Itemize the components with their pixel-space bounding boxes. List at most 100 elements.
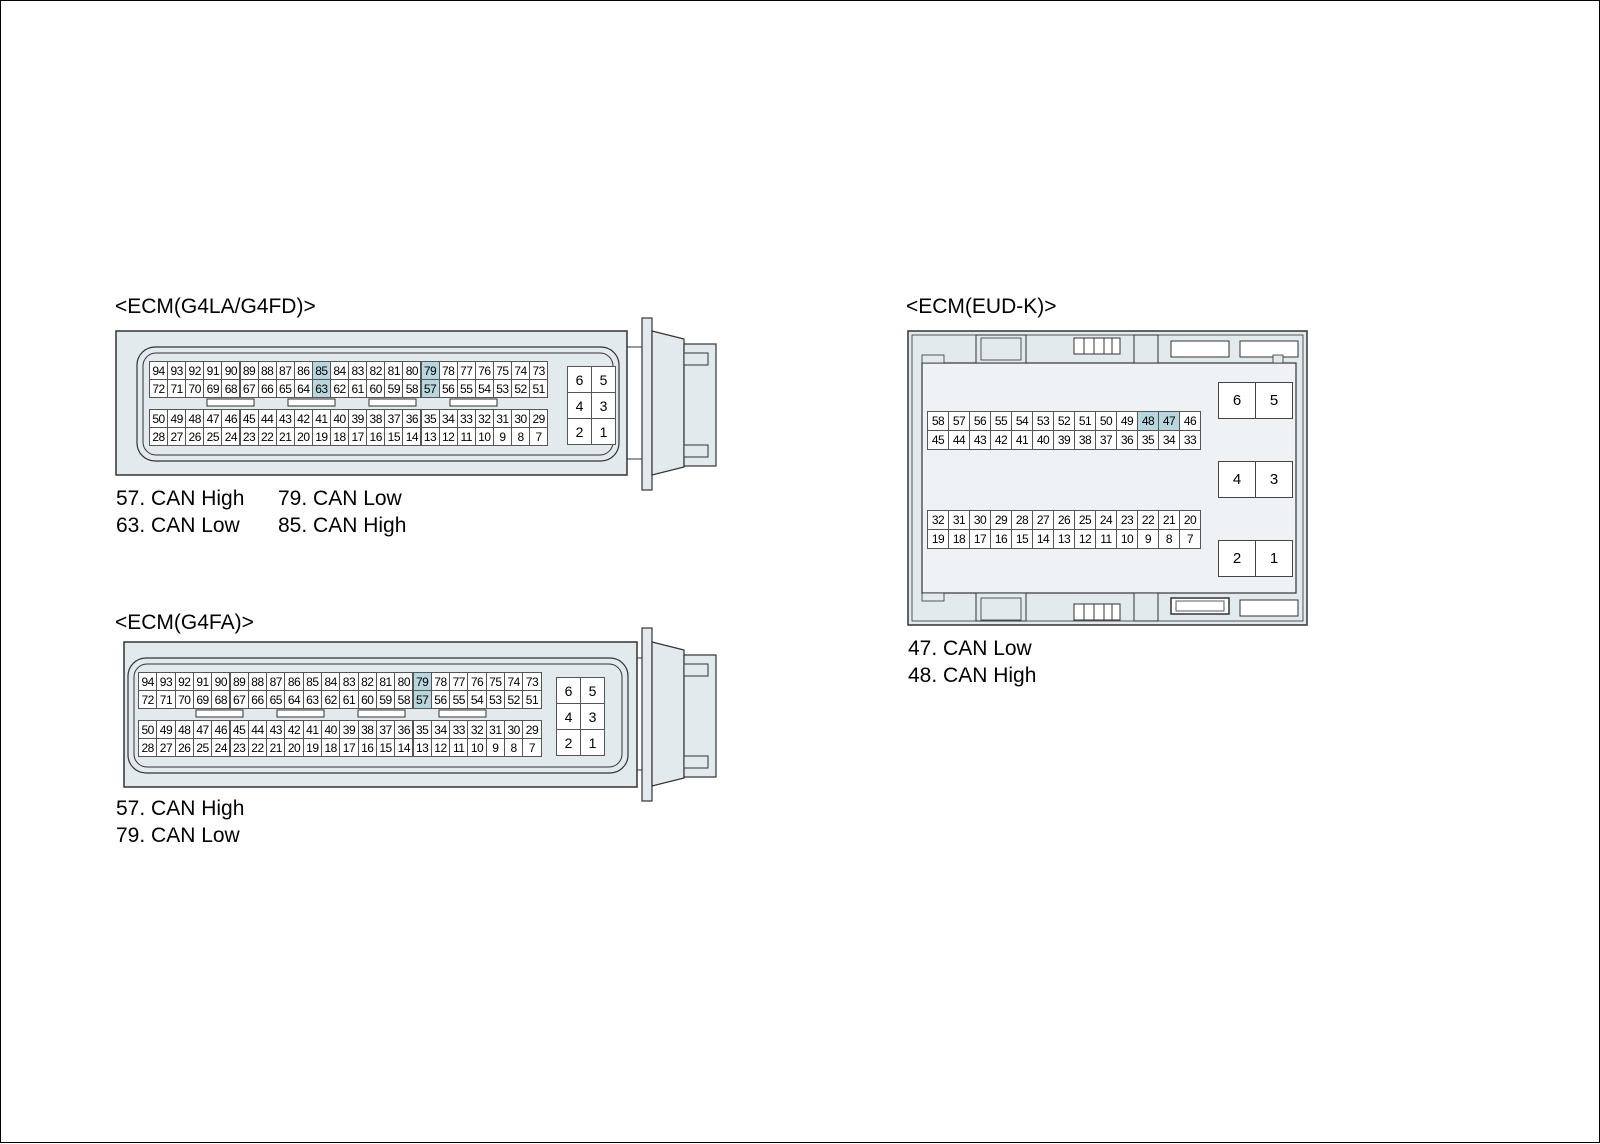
pin-10: 10 [1116,529,1138,549]
pin-18: 18 [948,529,970,549]
pin-14: 14 [402,427,422,446]
pin-86: 86 [293,361,313,380]
pin-28: 28 [138,738,158,757]
connector-title-eudk: <ECM(EUD-K)> [906,295,1057,318]
pin-24: 24 [221,427,241,446]
pin-60: 60 [366,379,386,398]
pin-11: 11 [456,427,476,446]
pin-29: 29 [529,409,549,428]
pin-83: 83 [339,672,359,691]
pin-40: 40 [330,409,350,428]
pin-28: 28 [1011,510,1033,530]
pin-47: 47 [203,409,223,428]
pin-12: 12 [1074,529,1096,549]
pin-72: 72 [138,690,158,709]
connector-title-g4fa: <ECM(G4FA)> [115,611,254,634]
pin-13: 13 [420,427,440,446]
pin-8: 8 [511,427,531,446]
legend-entry: 57. CAN High [116,797,245,820]
pin-6: 6 [556,677,581,704]
pin-18: 18 [321,738,341,757]
pin-56: 56 [438,379,458,398]
pin-85: 85 [302,672,322,691]
pin-22: 22 [247,738,268,757]
pin-14: 14 [1032,529,1054,549]
pin-1: 1 [580,729,605,756]
pin-3: 3 [1255,461,1293,498]
pin-4: 4 [556,703,581,730]
pin-88: 88 [257,361,277,380]
pin-15: 15 [1011,529,1033,549]
pin-15: 15 [384,427,404,446]
pin-45: 45 [927,430,949,450]
pin-18: 18 [330,427,350,446]
legend-row: 57. CAN High 79. CAN Low [116,485,406,512]
pin-82: 82 [357,672,377,691]
pin-74: 74 [511,361,531,380]
pin-44: 44 [948,430,970,450]
pin-75: 75 [492,361,512,380]
pin-17: 17 [969,529,991,549]
pin-38: 38 [366,409,386,428]
pin-58: 58 [927,411,949,431]
pin-50: 50 [1095,411,1117,431]
pin-22: 22 [1137,510,1159,530]
pin-36: 36 [394,720,414,739]
pin-84: 84 [321,672,341,691]
pin-32: 32 [474,409,494,428]
pin-60: 60 [357,690,377,709]
pin-25: 25 [1074,510,1096,530]
pin-42: 42 [284,720,304,739]
legend-g4fa: 57. CAN High 79. CAN Low [116,795,244,849]
pin-77: 77 [449,672,469,691]
pin-67: 67 [229,690,249,709]
pin-38: 38 [1074,430,1096,450]
pin-68: 68 [211,690,231,709]
pin-55: 55 [456,379,476,398]
pin-92: 92 [185,361,205,380]
pin-43: 43 [275,409,295,428]
pin-51: 51 [529,379,549,398]
pin-7: 7 [529,427,549,446]
pin-76: 76 [474,361,494,380]
pin-20: 20 [293,427,313,446]
pin-73: 73 [522,672,542,691]
pin-16: 16 [366,427,386,446]
pin-53: 53 [485,690,505,709]
pin-56: 56 [969,411,991,431]
pin-65: 65 [275,379,295,398]
pin-50: 50 [149,409,169,428]
pin-57: 57 [420,379,440,398]
pin-3: 3 [580,703,605,730]
pin-21: 21 [275,427,295,446]
pin-34: 34 [438,409,458,428]
pin-55: 55 [449,690,469,709]
pin-45: 45 [239,409,259,428]
pin-94: 94 [138,672,158,691]
pin-7: 7 [1179,529,1201,549]
pin-26: 26 [1053,510,1075,530]
pin-48: 48 [185,409,205,428]
pin-89: 89 [239,361,259,380]
pin-40: 40 [1032,430,1054,450]
pin-2: 2 [556,729,581,756]
pin-27: 27 [156,738,176,757]
connector-title-g4la: <ECM(G4LA/G4FD)> [115,295,316,318]
legend-entry: 79. CAN Low [278,487,402,510]
pin-68: 68 [221,379,241,398]
legend-entry: 79. CAN Low [116,824,240,847]
pin-71: 71 [167,379,187,398]
pin-12: 12 [438,427,458,446]
pin-89: 89 [229,672,249,691]
pin-23: 23 [1116,510,1138,530]
pin-3: 3 [591,392,616,419]
pin-49: 49 [156,720,176,739]
pin-6: 6 [567,366,592,393]
pin-8: 8 [1158,529,1180,549]
pin-39: 39 [1053,430,1075,450]
pin-54: 54 [467,690,487,709]
